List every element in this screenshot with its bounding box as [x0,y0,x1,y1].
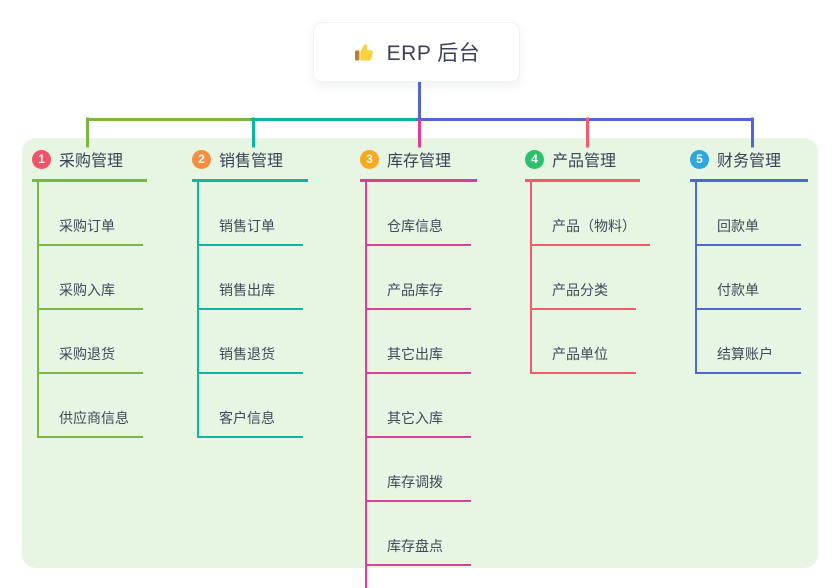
branch-label: 采购管理 [59,153,124,170]
branch-number-badge: 5 [690,149,709,169]
branch-number-badge: 2 [192,149,211,169]
branch-label: 产品管理 [552,153,617,170]
branch-column: 3 库存管理 仓库信息产品库存其它出库其它入库库存调拨库存盘点出库库明细 [360,147,477,588]
branch-children: 产品（物料）产品分类产品单位 [530,182,650,374]
branch-number-badge: 1 [32,149,51,169]
leaf-node[interactable]: 销售出库 [199,246,303,310]
leaf-node[interactable]: 销售退货 [199,310,303,374]
leaf-node[interactable]: 出库库明细 [367,566,471,588]
root-node[interactable]: ERP 后台 [313,22,520,82]
leaf-node[interactable]: 产品库存 [367,246,471,310]
branch-node[interactable]: 5 财务管理 [690,147,808,182]
branch-column: 5 财务管理 回款单付款单结算账户 [690,147,808,374]
leaf-node[interactable]: 供应商信息 [39,374,143,438]
branch-label: 销售管理 [219,153,284,170]
leaf-node[interactable]: 库存盘点 [367,502,471,566]
branch-node[interactable]: 4 产品管理 [525,147,640,182]
leaf-node[interactable]: 结算账户 [697,310,801,374]
root-title: ERP 后台 [386,42,481,65]
branch-column: 4 产品管理 产品（物料）产品分类产品单位 [525,147,650,374]
leaf-node[interactable]: 回款单 [697,182,801,246]
leaf-node[interactable]: 产品分类 [532,246,636,310]
branch-node[interactable]: 1 采购管理 [32,147,147,182]
leaf-node[interactable]: 其它出库 [367,310,471,374]
branch-children: 回款单付款单结算账户 [695,182,808,374]
leaf-node[interactable]: 采购退货 [39,310,143,374]
leaf-node[interactable]: 库存调拨 [367,438,471,502]
leaf-node[interactable]: 产品（物料） [532,182,650,246]
branch-column: 2 销售管理 销售订单销售出库销售退货客户信息 [192,147,308,438]
leaf-node[interactable]: 销售订单 [199,182,303,246]
branch-children: 销售订单销售出库销售退货客户信息 [197,182,308,438]
leaf-node[interactable]: 仓库信息 [367,182,471,246]
branch-label: 库存管理 [387,153,452,170]
leaf-node[interactable]: 采购订单 [39,182,143,246]
branch-children: 采购订单采购入库采购退货供应商信息 [37,182,147,438]
branch-children: 仓库信息产品库存其它出库其它入库库存调拨库存盘点出库库明细 [365,182,477,588]
leaf-node[interactable]: 客户信息 [199,374,303,438]
thumbs-up-icon [354,44,373,61]
branch-number-badge: 4 [525,149,544,169]
mindmap-panel [22,138,818,568]
branch-column: 1 采购管理 采购订单采购入库采购退货供应商信息 [32,147,147,438]
leaf-node[interactable]: 采购入库 [39,246,143,310]
branch-label: 财务管理 [717,153,782,170]
leaf-node[interactable]: 付款单 [697,246,801,310]
branch-node[interactable]: 2 销售管理 [192,147,308,182]
leaf-node[interactable]: 其它入库 [367,374,471,438]
branch-node[interactable]: 3 库存管理 [360,147,477,182]
branch-number-badge: 3 [360,149,379,169]
leaf-node[interactable]: 产品单位 [532,310,636,374]
